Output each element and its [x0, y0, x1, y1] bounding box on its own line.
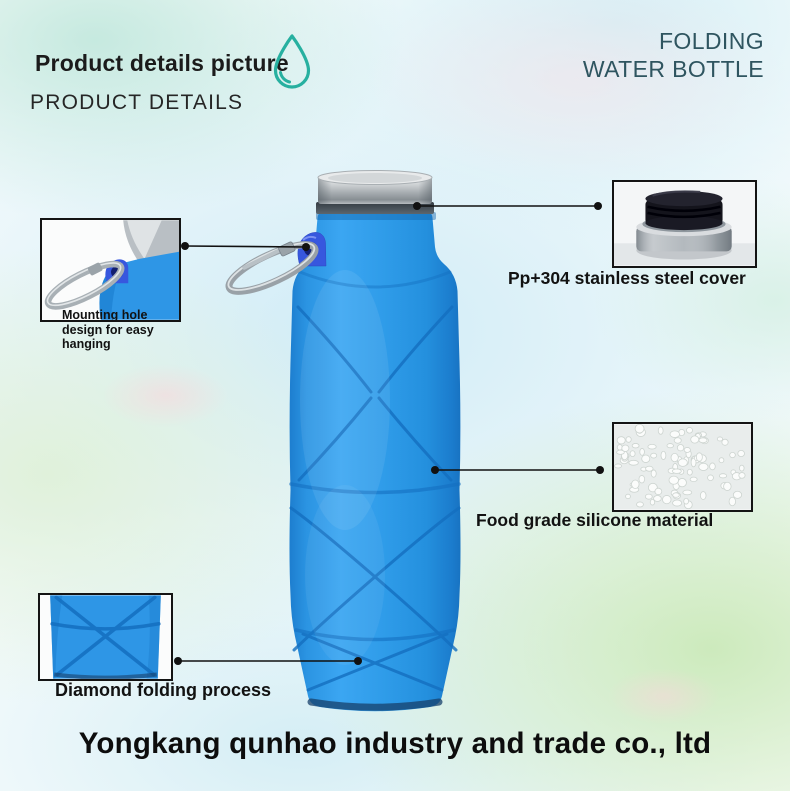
steel-cover-image: [614, 182, 755, 266]
callout-lines: [178, 205, 600, 662]
water-drop-icon: [273, 34, 311, 89]
bottle-body: [289, 212, 461, 712]
page-title: Product details picture: [35, 50, 289, 76]
carabiner: [225, 241, 319, 295]
silicone-pellets-image: [614, 424, 751, 510]
folding-callout-photo: [38, 593, 173, 681]
mounting-hole-image: [42, 220, 179, 320]
brand-line1: FOLDING: [658, 28, 764, 54]
fold-creases: [289, 270, 461, 692]
bottle-cap: [316, 170, 434, 214]
mounting-callout-label: Mounting hole design for easy hanging: [62, 308, 154, 351]
mounting-callout-photo: [40, 218, 181, 322]
page-subtitle: PRODUCT DETAILS: [30, 91, 244, 114]
silicone-callout-label: Food grade silicone material: [476, 510, 714, 530]
brand-name: FOLDING WATER BOTTLE: [583, 27, 764, 83]
folding-callout-label: Diamond folding process: [55, 680, 272, 700]
silicone-callout-photo: [612, 422, 753, 512]
diamond-fold-image: [40, 595, 171, 679]
callout-dots: [174, 202, 604, 665]
company-name: Yongkang qunhao industry and trade co., …: [78, 727, 712, 760]
pellet-cluster: [614, 424, 746, 510]
cap-callout-label: Pp+304 stainless steel cover: [508, 268, 746, 288]
cap-callout-photo: [612, 180, 757, 268]
brand-line2: WATER BOTTLE: [582, 56, 764, 82]
